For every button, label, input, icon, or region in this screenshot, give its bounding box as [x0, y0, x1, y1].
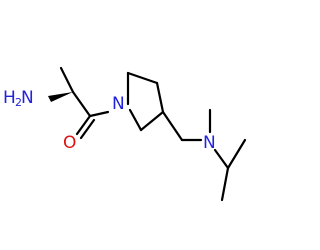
bond-c4-ch2	[161, 110, 184, 142]
bond-c3-c4	[155, 81, 165, 114]
bond-carbonyl-ringN	[88, 110, 110, 118]
ring-nitrogen-label: N	[112, 94, 125, 114]
bond-carbonyl-oxygen-2	[79, 118, 96, 140]
bond-tertN-iprCH	[213, 148, 230, 170]
bond-carbonyl-oxygen-1	[75, 114, 92, 136]
amine-nitrogen-symbol: N	[21, 88, 34, 108]
bond-c4-c5	[139, 110, 165, 132]
structure-diagram: H 2 N O N N	[3, 66, 247, 202]
bond-calpha-carbonyl	[71, 90, 92, 118]
carbonyl-oxygen-label: O	[63, 133, 76, 153]
bond-iprCH-methyl-a	[226, 138, 247, 170]
amine-hydrogen-count: 2	[15, 96, 22, 109]
wedge-bond-calpha-amine	[48, 92, 73, 102]
bond-c2-c3	[126, 71, 159, 85]
tertiary-amine-nitrogen-label: N	[203, 133, 216, 153]
amine-hydrogen-symbol: H	[3, 88, 16, 108]
amine-label: H 2 N	[3, 88, 34, 109]
bond-iprCH-methyl-b	[220, 166, 230, 202]
bond-calpha-methyl	[59, 66, 75, 94]
bond-c5-ringN	[128, 108, 143, 132]
